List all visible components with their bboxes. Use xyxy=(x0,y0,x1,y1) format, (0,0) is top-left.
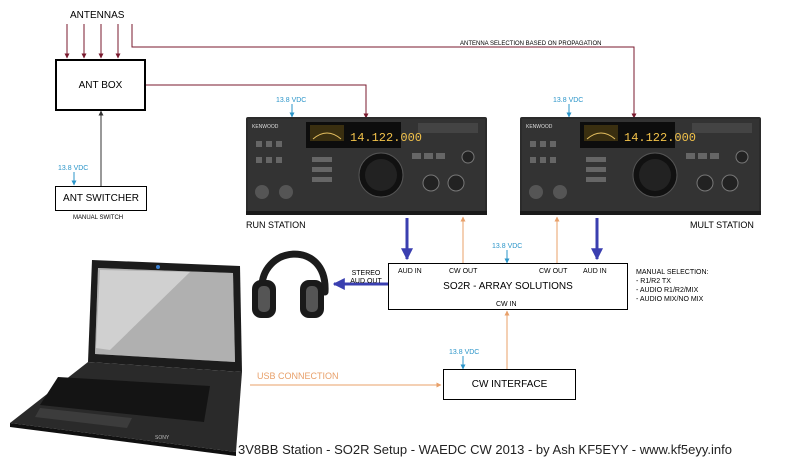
manual-selection-item: - AUDIO MIX/NO MIX xyxy=(636,296,704,303)
mult-station-label: MULT STATION xyxy=(690,220,754,230)
headphones-icon xyxy=(252,250,329,318)
run-station-label: RUN STATION xyxy=(246,220,306,230)
cw-interface-vdc: 13.8 VDC xyxy=(449,349,480,356)
audio-lines xyxy=(332,218,603,290)
so2r-box: SO2R - ARRAY SOLUTIONS xyxy=(388,263,628,310)
run-freq-display: 14.122.000 xyxy=(350,131,422,145)
so2r-vdc: 13.8 VDC xyxy=(492,243,523,250)
ant-box: ANT BOX xyxy=(55,59,146,111)
mult-station-radio: 14.122.000 KENWOOD xyxy=(520,117,761,215)
run-station-radio: 14.122.000 KENWOOD xyxy=(246,117,487,215)
ant-switcher-vdc: 13.8 VDC xyxy=(58,165,89,172)
run-cw-out-label: CW OUT xyxy=(449,268,478,275)
cw-interface-label: CW INTERFACE xyxy=(471,379,548,390)
manual-selection-title: MANUAL SELECTION: xyxy=(636,269,709,276)
run-vdc: 13.8 VDC xyxy=(276,97,307,104)
ant-switcher-label: ANT SWITCHER xyxy=(63,193,139,204)
mult-cw-out-label: CW OUT xyxy=(539,268,568,275)
mult-brand: KENWOOD xyxy=(526,124,553,130)
cw-in-label: CW IN xyxy=(496,301,517,308)
manual-selection-item: - AUDIO R1/R2/MIX xyxy=(636,287,699,294)
manual-selection-item: - R1/R2 TX xyxy=(636,278,671,285)
laptop-icon xyxy=(10,260,242,456)
usb-connection-label: USB CONNECTION xyxy=(257,371,339,381)
run-brand: KENWOOD xyxy=(252,124,279,130)
mult-aud-in-label: AUD IN xyxy=(583,268,607,275)
antenna-feed-lines xyxy=(64,24,637,119)
footer-caption: 3V8BB Station - SO2R Setup - WAEDC CW 20… xyxy=(238,442,732,457)
manual-switch-label: MANUAL SWITCH xyxy=(73,215,124,221)
run-aud-in-label: AUD IN xyxy=(398,268,422,275)
power-arrows xyxy=(71,104,572,370)
antenna-selection-label: ANTENNA SELECTION BASED ON PROPAGATION xyxy=(460,41,602,47)
cw-lines xyxy=(250,216,560,388)
mult-freq-display: 14.122.000 xyxy=(624,131,696,145)
manual-selection-notes: MANUAL SELECTION: - R1/R2 TX - AUDIO R1/… xyxy=(636,268,708,304)
cw-interface-box: CW INTERFACE xyxy=(443,369,576,400)
stereo-aud-out-label: STEREO AUD OUT xyxy=(350,270,382,285)
antennas-label: ANTENNAS xyxy=(70,10,125,21)
so2r-label: SO2R - ARRAY SOLUTIONS xyxy=(443,281,573,292)
ant-box-label: ANT BOX xyxy=(78,79,123,91)
mult-vdc: 13.8 VDC xyxy=(553,97,584,104)
laptop-brand: SONY xyxy=(155,435,170,441)
ant-switcher-box: ANT SWITCHER xyxy=(55,186,147,211)
